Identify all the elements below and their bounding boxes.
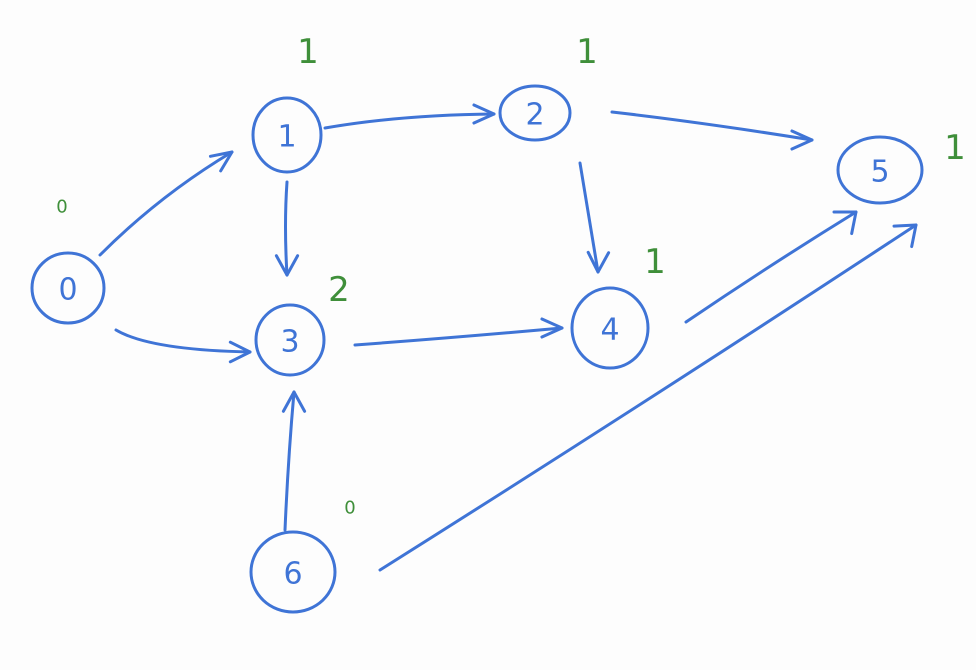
node-circle	[836, 135, 924, 205]
edge-line	[323, 112, 496, 130]
indegree-label-node-1: 1	[297, 32, 319, 72]
node-label: 0	[58, 273, 77, 308]
edge-line	[353, 326, 564, 347]
node-circle	[254, 303, 326, 377]
node-circle	[498, 84, 572, 142]
edge-0-to-1	[98, 150, 234, 257]
node-label: 2	[525, 98, 544, 133]
node-label: 6	[283, 557, 302, 592]
arrowhead	[274, 254, 300, 277]
edge-0-to-3	[114, 328, 252, 364]
indegree-label-node-0: 0	[56, 197, 67, 218]
node-2: 2	[498, 84, 572, 142]
indegree-label-node-2: 1	[576, 32, 598, 72]
arrowhead	[790, 129, 814, 151]
edge-line	[378, 223, 918, 572]
node-circle	[249, 530, 337, 614]
edge-line	[98, 150, 234, 257]
arrowhead	[228, 340, 252, 364]
edge-2-to-4	[578, 161, 611, 274]
arrowhead	[208, 150, 234, 173]
node-circle	[251, 96, 323, 174]
node-4: 4	[570, 286, 650, 370]
edge-3-to-4	[353, 317, 564, 347]
node-3: 3	[254, 303, 326, 377]
edge-1-to-2	[323, 103, 496, 130]
edge-6-to-3	[281, 390, 307, 532]
node-circle	[570, 286, 650, 370]
node-circle	[30, 251, 106, 325]
edge-line	[284, 180, 289, 277]
edges-layer	[98, 103, 918, 572]
edge-line	[684, 210, 858, 324]
node-1: 1	[251, 96, 323, 174]
indegree-label-node-3: 2	[328, 270, 350, 310]
node-label: 3	[280, 325, 299, 360]
node-label: 4	[600, 313, 619, 348]
edge-6-to-5	[378, 223, 918, 572]
arrowhead	[892, 223, 918, 249]
edge-1-to-3	[274, 180, 300, 277]
indegree-label-node-4: 1	[644, 242, 666, 282]
indegree-label-node-6: 0	[344, 498, 355, 519]
edge-2-to-5	[610, 110, 814, 151]
arrowhead	[540, 317, 564, 339]
node-5: 5	[836, 135, 924, 205]
arrowhead	[586, 250, 611, 274]
edge-line	[610, 110, 814, 142]
arrowhead	[832, 210, 858, 236]
edge-line	[283, 390, 296, 532]
node-6: 6	[249, 530, 337, 614]
edge-4-to-5	[684, 210, 858, 324]
edge-line	[578, 161, 600, 274]
node-label: 1	[277, 120, 296, 155]
arrowhead	[472, 103, 496, 125]
node-0: 0	[30, 251, 106, 325]
arrowhead	[281, 390, 307, 413]
indegree-label-node-5: 1	[944, 128, 966, 168]
edge-line	[114, 328, 252, 354]
node-label: 5	[870, 155, 889, 190]
